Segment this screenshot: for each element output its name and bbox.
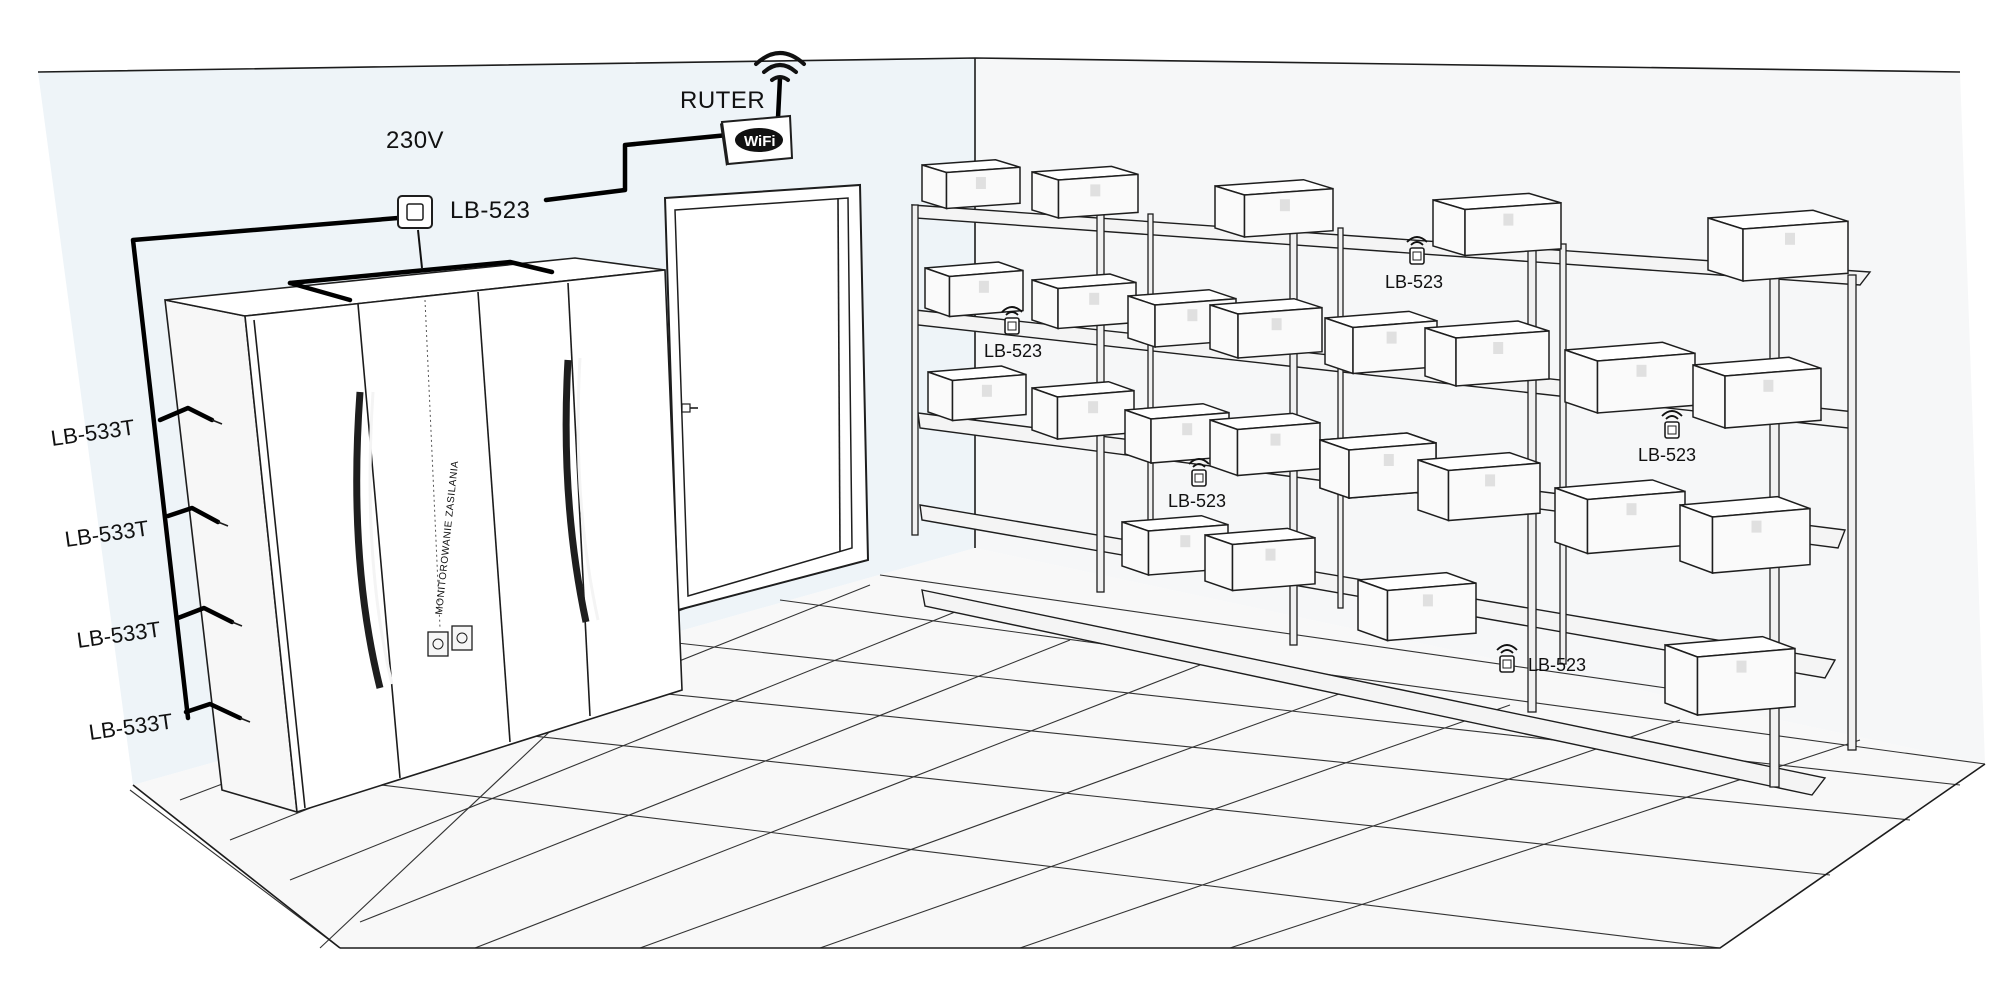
storage-box <box>921 158 1021 210</box>
power-monitor-device <box>397 195 433 229</box>
wifi-signal-icon <box>1188 458 1210 468</box>
storage-box <box>1209 297 1323 360</box>
probe-trunk-cable <box>130 215 401 721</box>
router-cable <box>543 132 731 203</box>
wifi-signal-icon <box>1406 236 1428 246</box>
cables <box>130 132 731 723</box>
router-gateway-label: LB-523 <box>450 197 530 224</box>
storage-box <box>1209 412 1321 477</box>
storage-box <box>1432 192 1562 257</box>
shelf-sensor-label-4: LB-523 <box>1638 445 1696 465</box>
shelf-sensors <box>1001 236 1683 673</box>
boxes <box>921 158 1849 717</box>
floor <box>133 548 1985 948</box>
storage-box <box>1692 356 1822 430</box>
storage-box <box>1417 451 1541 522</box>
power-socket-2 <box>451 625 473 651</box>
storage-box <box>1707 209 1849 283</box>
storage-box <box>1554 479 1686 555</box>
wifi-signal-icon <box>1496 644 1518 654</box>
shelf-sensor-label-1: LB-523 <box>984 341 1042 361</box>
cabinet-top-cable <box>287 259 555 286</box>
shelf-sensor-label-5: LB-523 <box>1528 655 1586 675</box>
lb523-sensor <box>1661 410 1683 439</box>
storage-box <box>1424 320 1550 388</box>
storage-box <box>1324 310 1438 375</box>
power-label: 230V <box>386 127 444 154</box>
power-socket-1 <box>427 631 449 657</box>
storage-box <box>1679 495 1811 575</box>
storage-box <box>1564 341 1696 415</box>
storage-box <box>1204 527 1316 592</box>
storage-box <box>1319 432 1437 500</box>
door <box>663 183 870 612</box>
shelf-sensor-label-2: LB-523 <box>1168 491 1226 511</box>
wifi-signal-icon <box>1661 410 1683 420</box>
lb523-sensor <box>1001 306 1023 335</box>
lb523-sensor <box>1406 236 1428 265</box>
storage-box <box>927 365 1027 422</box>
storage-box <box>1031 273 1137 330</box>
storage-box <box>924 261 1024 318</box>
storage-box <box>1031 380 1135 441</box>
storage-box <box>1357 571 1477 642</box>
lb523-sensor <box>1496 644 1518 673</box>
storage-box <box>1214 178 1334 239</box>
wifi-signal-icon <box>1001 306 1023 316</box>
cabinet: MONITOROWANIE ZASILANIA <box>164 257 683 814</box>
router-device: WiFi <box>720 51 806 166</box>
lb523-sensor <box>1188 458 1210 487</box>
shelf-sensor-label-3: LB-523 <box>1385 272 1443 292</box>
wifi-badge: WiFi <box>744 133 776 150</box>
storage-box <box>1664 635 1796 717</box>
wifi-signal-icon <box>754 51 806 82</box>
router-label: RUTER <box>680 87 765 114</box>
storage-box <box>1031 165 1139 220</box>
